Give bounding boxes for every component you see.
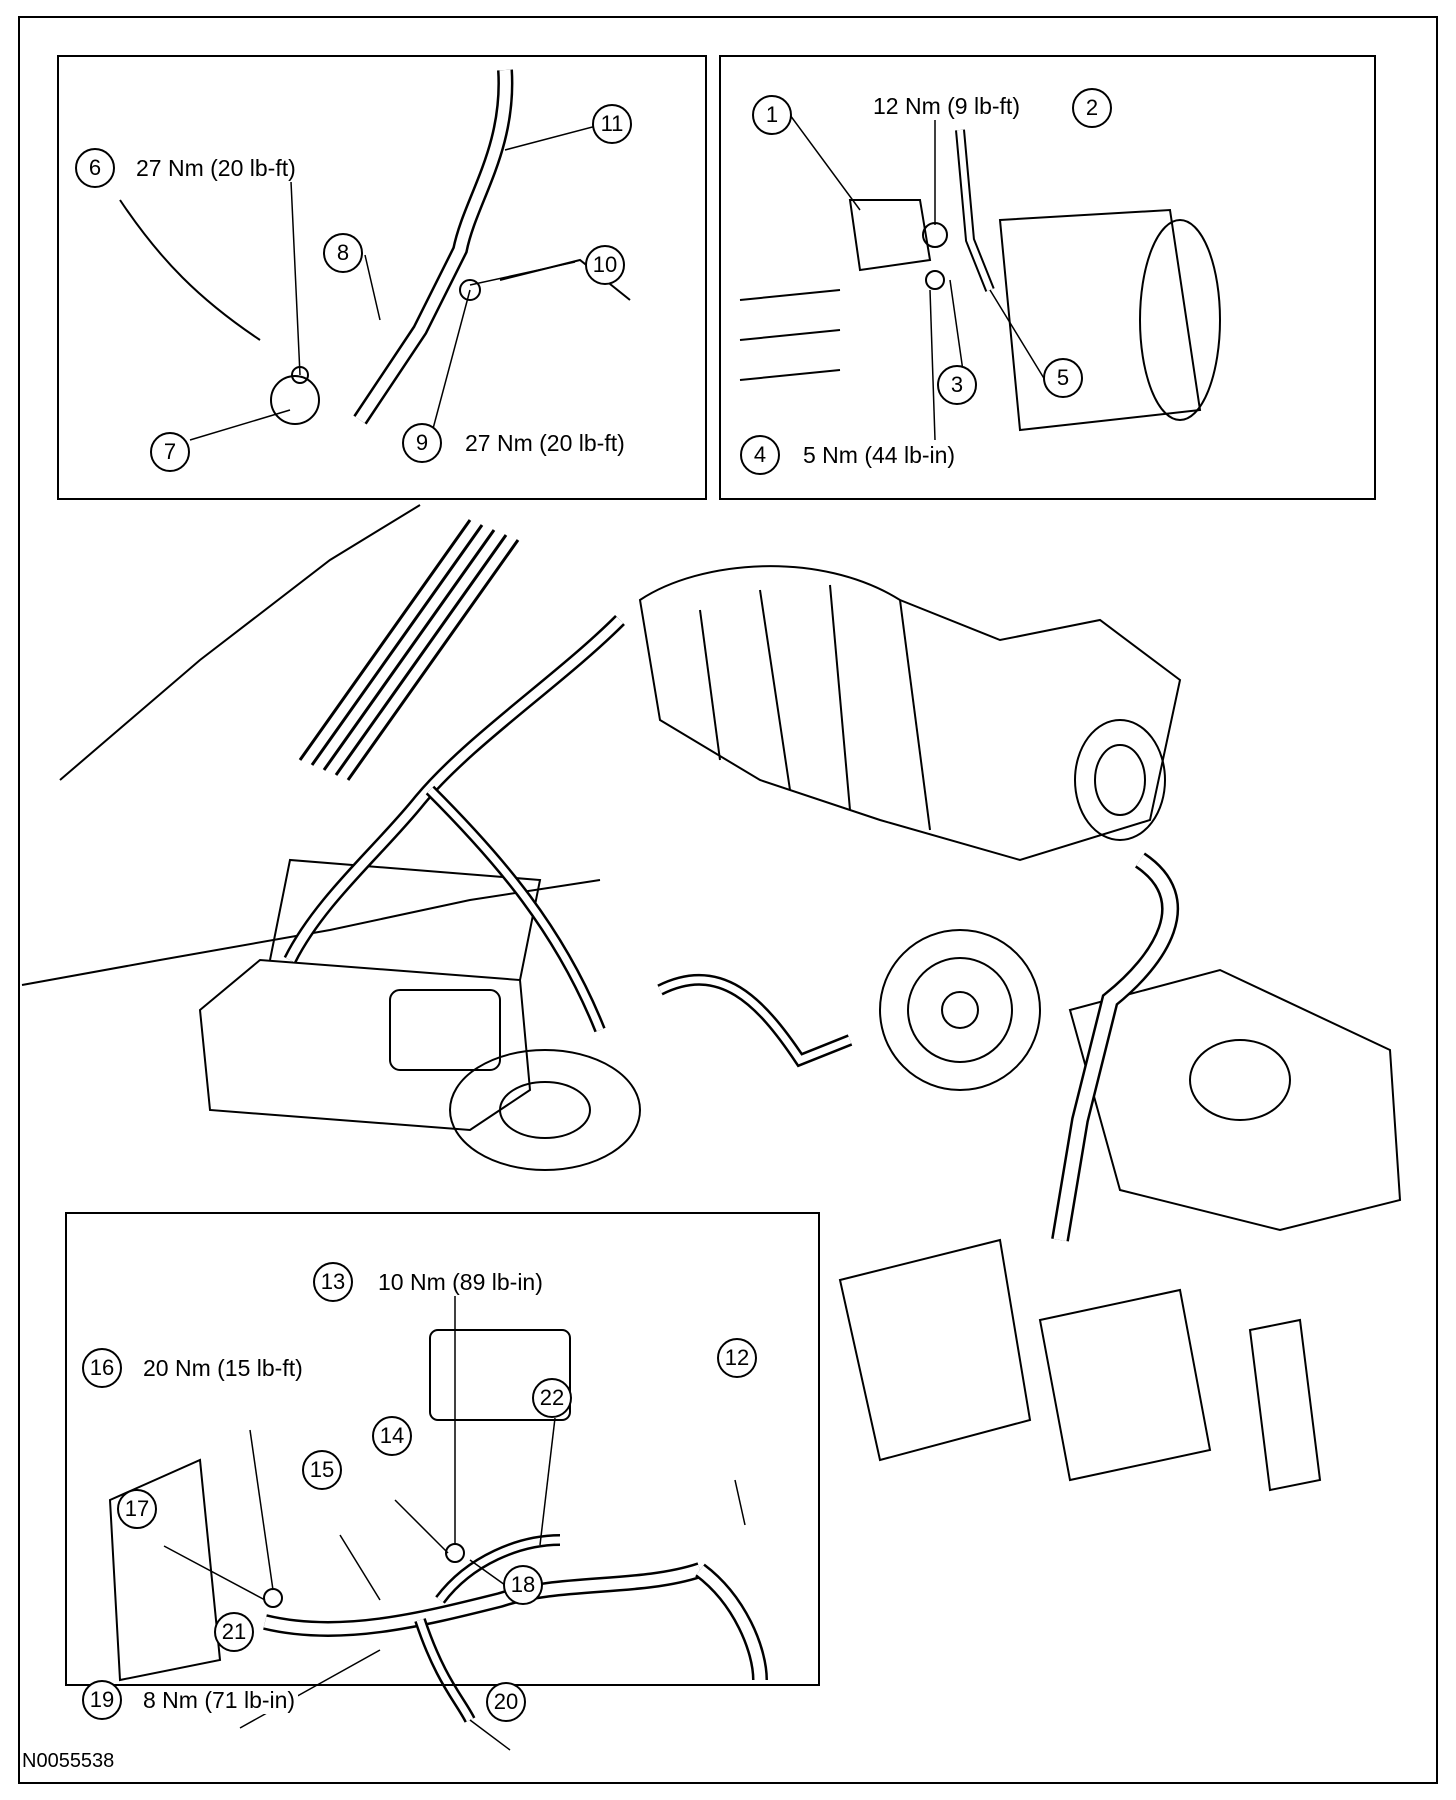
callout-22: 22 xyxy=(532,1378,572,1418)
callout-15: 15 xyxy=(302,1450,342,1490)
callout-4-spec: 5 Nm (44 lb-in) xyxy=(800,442,959,469)
callout-12: 12 xyxy=(717,1338,757,1378)
callout-19: 19 xyxy=(82,1680,122,1720)
callout-20: 20 xyxy=(486,1682,526,1722)
callout-16-spec: 20 Nm (15 lb-ft) xyxy=(140,1355,306,1382)
callout-9-spec: 27 Nm (20 lb-ft) xyxy=(462,430,628,457)
callout-17: 17 xyxy=(117,1489,157,1529)
callout-16: 16 xyxy=(82,1348,122,1388)
callout-6: 6 xyxy=(75,148,115,188)
callout-1: 1 xyxy=(752,95,792,135)
callout-21: 21 xyxy=(214,1612,254,1652)
callout-11: 11 xyxy=(592,104,632,144)
figure-id: N0055538 xyxy=(22,1750,115,1772)
callout-3: 3 xyxy=(937,365,977,405)
inset-starter-cable xyxy=(57,55,707,500)
callout-2-spec: 12 Nm (9 lb-ft) xyxy=(870,93,1023,120)
callout-5: 5 xyxy=(1043,358,1083,398)
callout-10: 10 xyxy=(585,245,625,285)
callout-2: 2 xyxy=(1072,88,1112,128)
callout-13: 13 xyxy=(313,1262,353,1302)
callout-8: 8 xyxy=(323,233,363,273)
callout-19-spec: 8 Nm (71 lb-in) xyxy=(140,1687,299,1714)
callout-14: 14 xyxy=(372,1416,412,1456)
inset-battery-harness xyxy=(65,1212,820,1686)
page-frame xyxy=(18,16,1438,1784)
callout-6-spec: 27 Nm (20 lb-ft) xyxy=(133,155,299,182)
callout-13-spec: 10 Nm (89 lb-in) xyxy=(375,1269,546,1296)
callout-4: 4 xyxy=(740,435,780,475)
callout-9: 9 xyxy=(402,423,442,463)
inset-starter-motor xyxy=(719,55,1376,500)
callout-18: 18 xyxy=(503,1565,543,1605)
callout-7: 7 xyxy=(150,432,190,472)
